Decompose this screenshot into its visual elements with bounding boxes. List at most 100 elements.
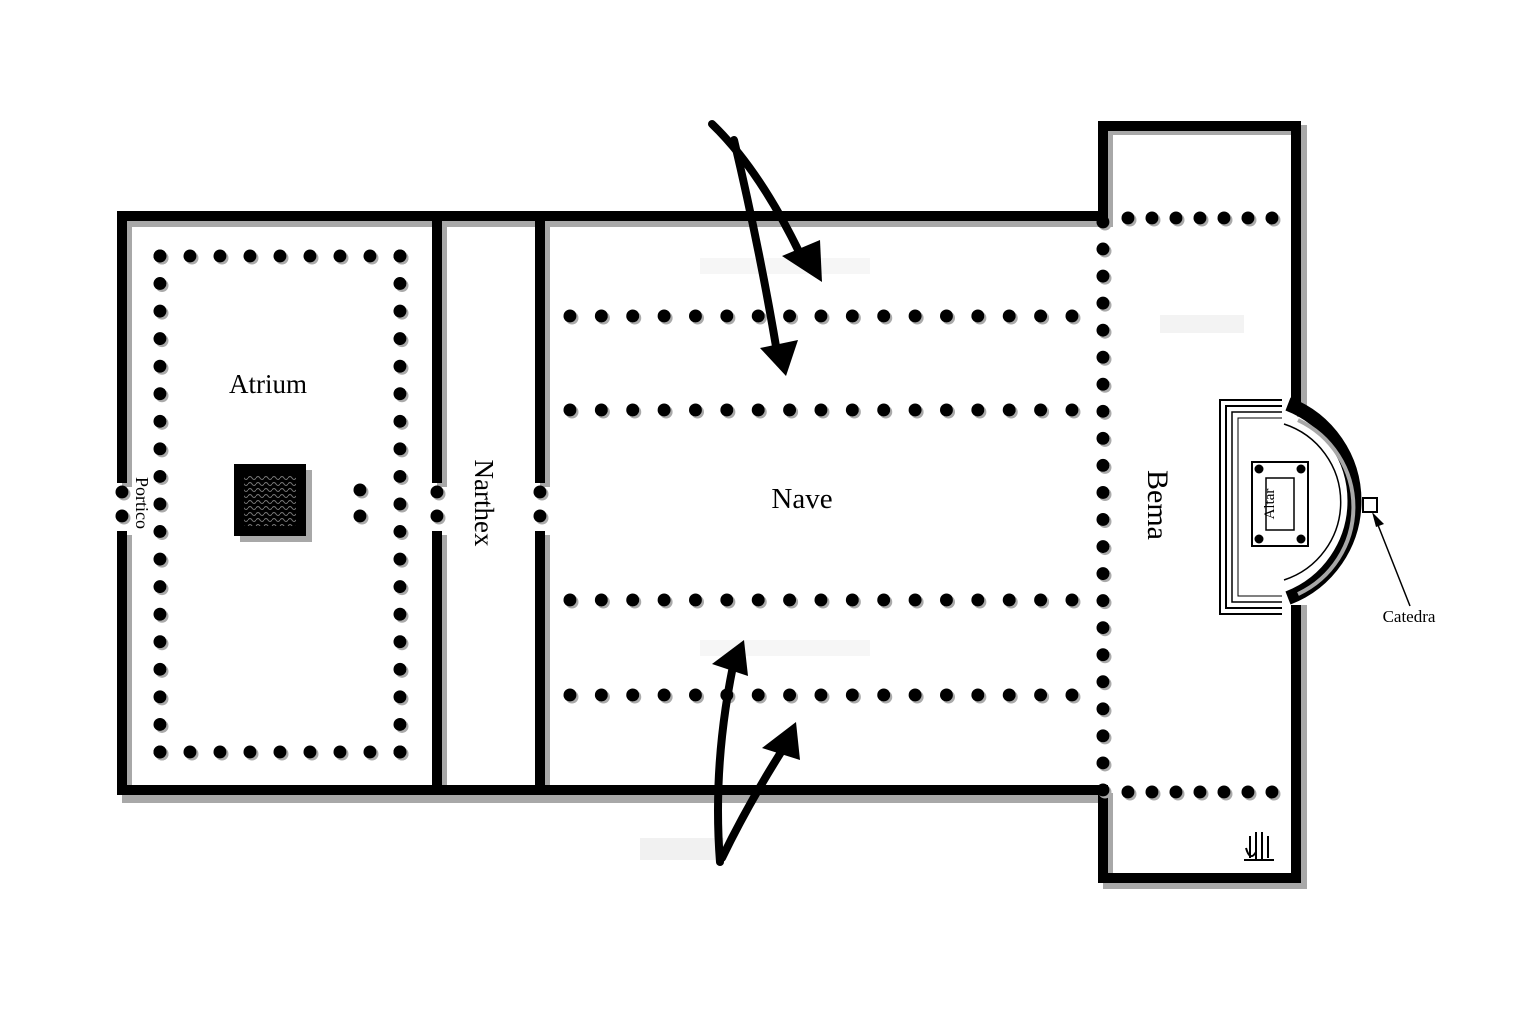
atrium-column [393,469,407,483]
arrow-lower-2-head [762,722,800,760]
nave-column [971,403,985,417]
nave-column [908,403,922,417]
doorway-column [533,485,547,499]
bema-column [1096,350,1110,364]
nave-column [877,688,891,702]
atrium-column [303,745,317,759]
bema-column [1096,648,1110,662]
bema-column [1096,675,1110,689]
bema-column [1096,215,1110,229]
nave-column [814,593,828,607]
atrium-column [393,277,407,291]
atrium-column [153,745,167,759]
nave-column [908,593,922,607]
doorway-column [115,509,129,523]
bema-column [1096,404,1110,418]
atrium-column [393,662,407,676]
nave-column [626,688,640,702]
nave-column [594,309,608,323]
nave-column [971,688,985,702]
atrium-column [153,277,167,291]
doorway-column [115,485,129,499]
nave-column [689,688,702,702]
atrium-column [153,497,167,511]
bema-column [1096,621,1110,635]
nave-column [1002,403,1016,417]
nave-column [563,688,577,702]
nave-column [657,593,671,607]
atrium-label: Atrium [229,369,307,399]
bema-column [1096,567,1110,581]
nave-column [877,593,891,607]
nave-column [1065,688,1079,702]
atrium-column [363,249,377,263]
atrium-column [153,249,167,263]
nave-column [940,309,953,323]
atrium-column [333,745,347,759]
atrium-column [333,249,347,263]
bema-column [1096,296,1110,310]
nave-column [971,593,985,607]
bema-column [1096,594,1110,608]
bema-column [1096,540,1110,554]
bema-column [1096,783,1110,797]
atrium-column [393,414,407,428]
nave-column [1065,403,1079,417]
walls [117,121,1362,883]
catedra [1362,497,1411,607]
transept-column [1193,785,1207,799]
nave-column [751,593,765,607]
nave-column [751,688,765,702]
atrium-column [153,580,167,594]
atrium-column [153,442,167,456]
monogram-mark [1244,832,1274,861]
atrium-column [183,745,197,759]
nave-column [814,403,828,417]
transept-column [1241,211,1255,225]
nave-column [908,688,922,702]
nave-column [657,403,671,417]
nave-column [940,593,953,607]
nave-column [877,309,891,323]
bema-column [1096,513,1110,527]
atrium-column [153,414,167,428]
atrium-column [393,552,407,566]
nave-column [971,309,985,323]
bema-column [1096,458,1110,472]
nave-column [1034,688,1048,702]
transept-column [1241,785,1255,799]
transept-column [1265,785,1279,799]
nave-column [1002,593,1016,607]
transept-column [1145,211,1159,225]
atrium-column [393,717,407,731]
nave-column [751,403,765,417]
nave-column [563,309,577,323]
atrium-column [353,509,367,523]
arrow-lower-1-head [712,640,748,676]
atrium-column [153,525,167,539]
atrium-column [153,359,167,373]
atrium-column [393,745,407,759]
atrium-column [393,332,407,346]
doorway-column [430,509,444,523]
atrium-column [153,304,167,318]
nave-column [940,688,953,702]
doorway-column [533,509,547,523]
nave-column [1002,688,1016,702]
bema-column [1096,756,1110,770]
bema-label: Bema [1141,470,1174,540]
atrium-column [153,662,167,676]
transept-column [1169,211,1183,225]
atrium-column [393,249,407,263]
atrium-column [243,249,257,263]
nave-column [1034,593,1048,607]
atrium-column [153,552,167,566]
nave-column [783,403,797,417]
nave-column [1034,309,1048,323]
arrow-upper-2-head [760,340,798,376]
transept-column [1121,785,1135,799]
nave-column [626,593,640,607]
atrium-column [303,249,317,263]
atrium-column [153,690,167,704]
nave-column [626,403,640,417]
